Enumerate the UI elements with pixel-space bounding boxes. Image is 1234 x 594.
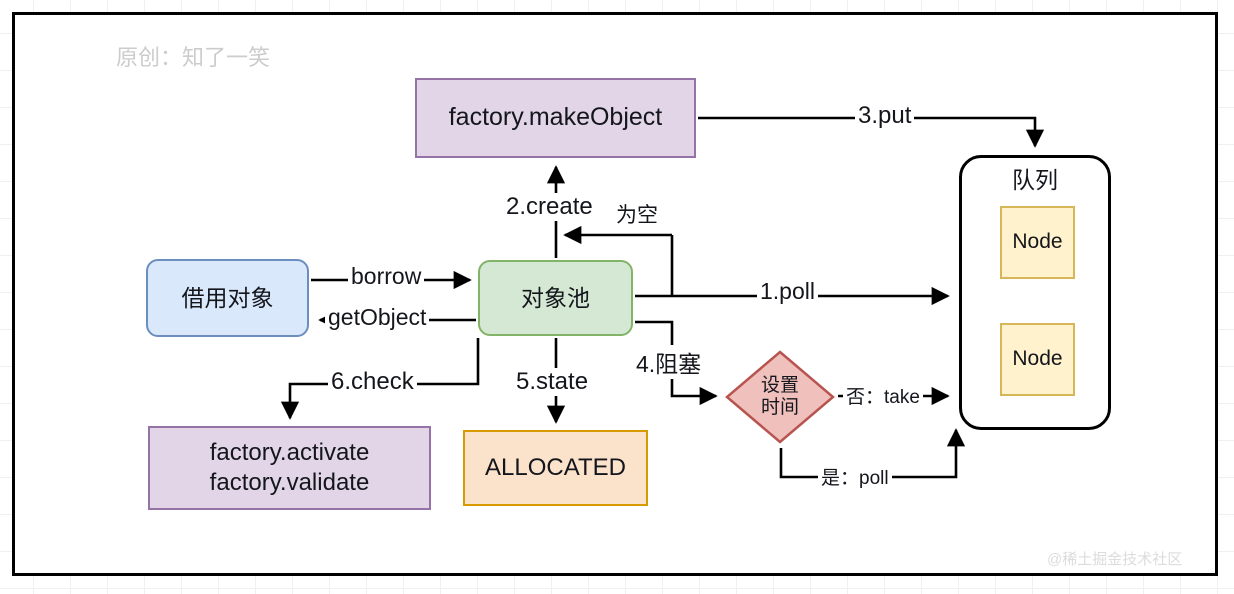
node-queue-title: 队列 xyxy=(1012,167,1058,193)
node-factory-make-object-label: factory.makeObject xyxy=(448,103,663,132)
node-set-time-line1: 设置 xyxy=(760,375,799,397)
node-object-pool-label: 对象池 xyxy=(521,284,590,311)
node-set-time-label: 设置 时间 xyxy=(724,349,836,445)
edge-label-check: 6.check xyxy=(328,368,417,396)
edge-label-poll: 1.poll xyxy=(757,278,818,305)
watermark-site: @稀土掘金技术社区 xyxy=(1047,551,1183,568)
edge-label-no-take: 否：take xyxy=(843,382,923,409)
node-queue[interactable]: 队列 Node Node xyxy=(959,155,1111,430)
edge-label-put: 3.put xyxy=(855,102,915,130)
node-allocated-label: ALLOCATED xyxy=(485,454,626,481)
node-queue-item-second[interactable]: Node xyxy=(1000,323,1075,396)
node-factory-validate-label: factory.validate xyxy=(209,469,370,496)
diamond-shape xyxy=(725,350,835,444)
edge-label-block: 4.阻塞 xyxy=(633,345,705,379)
edge-label-create: 2.create xyxy=(503,193,596,221)
node-set-time-line2: 时间 xyxy=(760,397,799,418)
node-borrow-object-label: 借用对象 xyxy=(181,284,274,311)
node-allocated-state[interactable]: ALLOCATED xyxy=(463,430,648,506)
node-borrow-object[interactable]: 借用对象 xyxy=(146,259,309,337)
node-factory-make-object[interactable]: factory.makeObject xyxy=(415,78,696,158)
node-set-time-decision[interactable]: 设置 时间 xyxy=(724,349,836,445)
node-factory-activate-label: factory.activate xyxy=(209,439,370,466)
watermark-author: 原创：知了一笑 xyxy=(116,45,271,70)
edge-label-get-object: getObject xyxy=(325,304,430,331)
edge-label-borrow: borrow xyxy=(348,263,425,290)
node-factory-checks[interactable]: factory.activate factory.validate xyxy=(148,426,431,510)
node-queue-item-second-label: Node xyxy=(1012,347,1063,371)
edge-label-state: 5.state xyxy=(513,368,592,396)
node-queue-item-first[interactable]: Node xyxy=(1000,206,1075,279)
node-queue-item-first-label: Node xyxy=(1012,230,1063,254)
edge-label-yes-poll: 是：poll xyxy=(818,463,892,490)
node-object-pool[interactable]: 对象池 xyxy=(478,260,633,336)
edge-label-empty: 为空 xyxy=(613,199,661,229)
